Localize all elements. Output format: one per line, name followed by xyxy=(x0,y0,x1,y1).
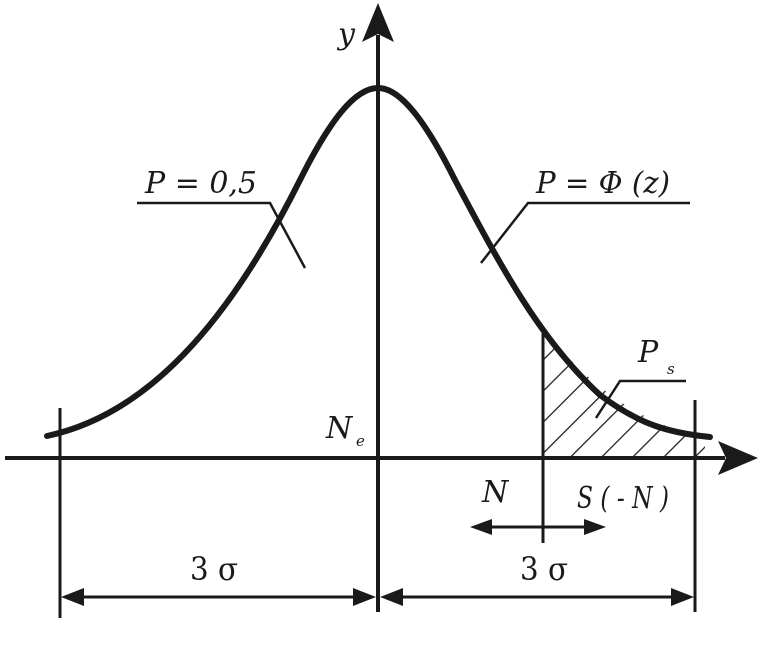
label-three-sigma-right: 3 σ xyxy=(520,550,568,588)
label-n-e: N xyxy=(325,411,354,446)
dimension-arrow-left-3sigma xyxy=(61,588,376,606)
label-p-s: P xyxy=(637,335,659,370)
label-three-sigma-left: 3 σ xyxy=(190,550,238,588)
label-p-s-subscript: s xyxy=(667,360,675,378)
leader-p-phi xyxy=(480,201,690,264)
x-axis-arrowhead xyxy=(718,441,758,475)
n-double-arrow xyxy=(470,519,606,535)
y-axis xyxy=(362,3,394,612)
x-axis xyxy=(5,441,758,475)
hatched-tail-region xyxy=(543,330,705,458)
leader-p-half xyxy=(137,201,307,269)
label-p-half: P = 0,5 xyxy=(144,166,257,201)
y-axis-label: y xyxy=(336,17,356,52)
dimension-arrow-right-3sigma xyxy=(380,588,694,606)
normal-density-curve xyxy=(44,84,713,440)
y-axis-arrowhead xyxy=(362,3,394,42)
label-n-e-subscript: e xyxy=(356,432,365,450)
label-n: N xyxy=(481,475,510,510)
label-s-minus-n: S ( - N ) xyxy=(577,481,669,516)
label-p-phi: P = Φ (z) xyxy=(535,166,670,201)
leader-p-s xyxy=(594,379,686,419)
